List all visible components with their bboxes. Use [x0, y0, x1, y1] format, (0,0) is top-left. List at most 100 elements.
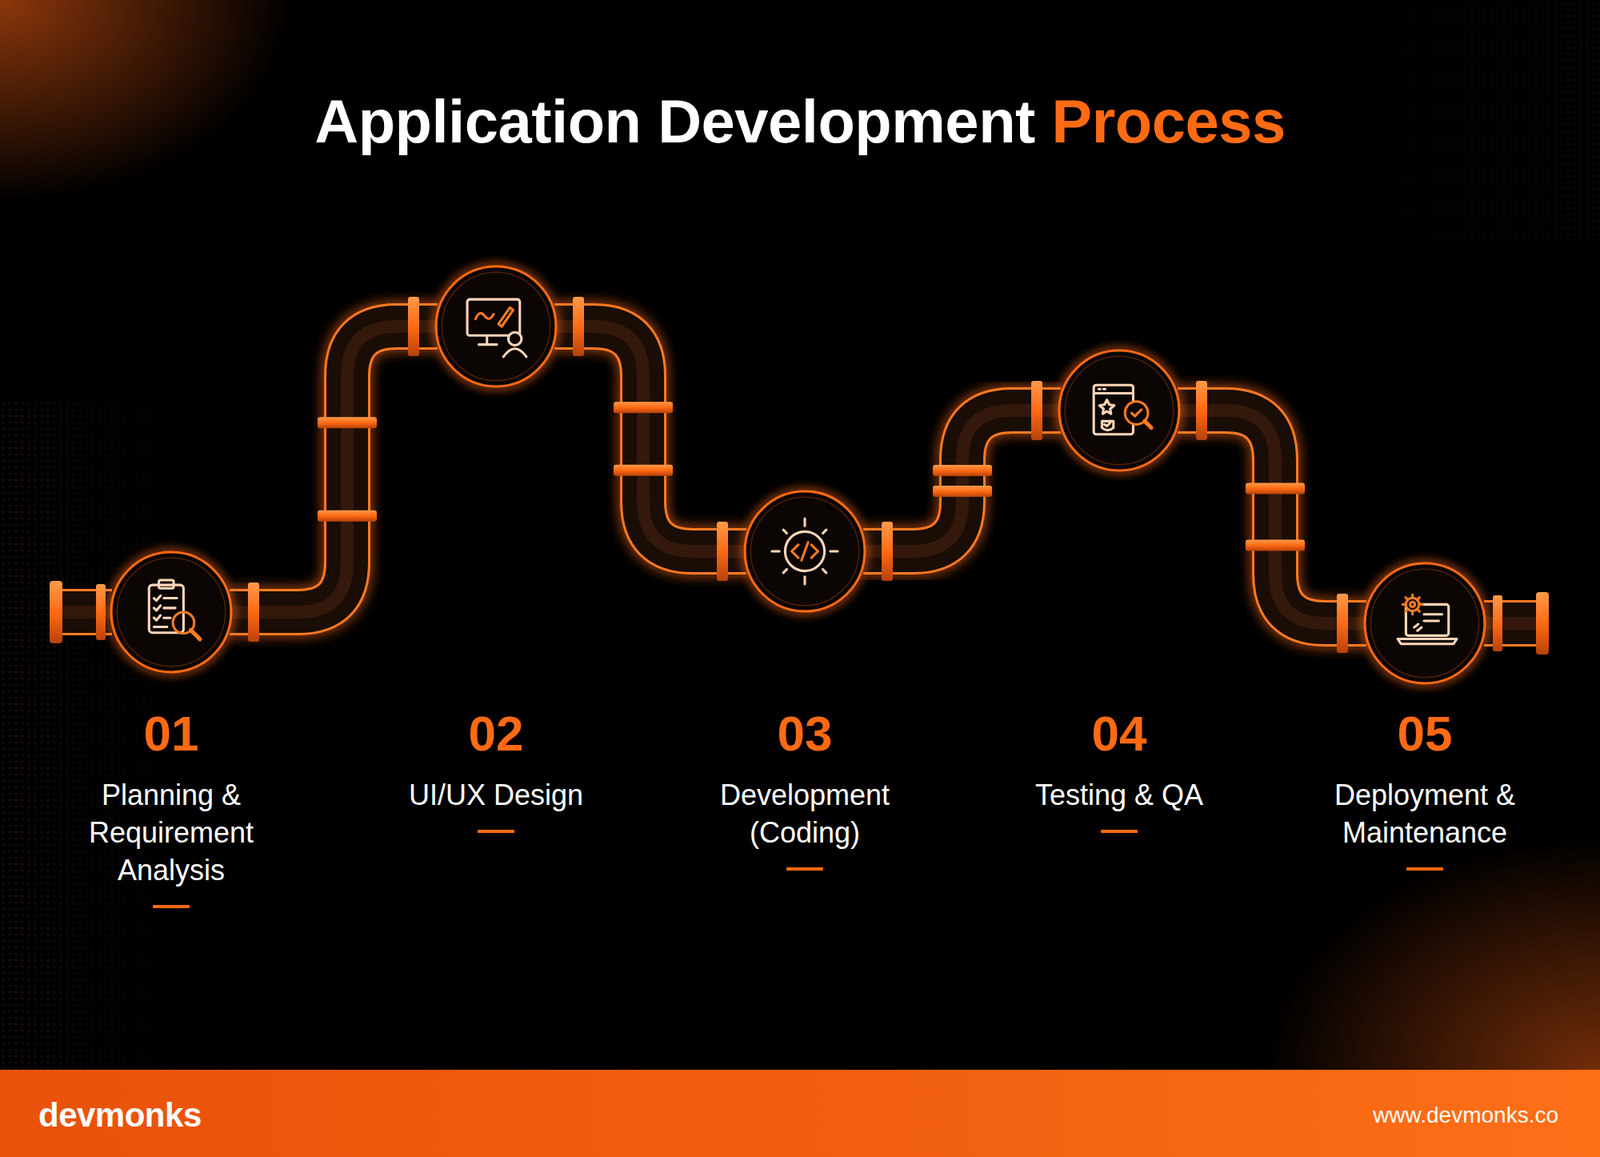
circle-inner — [116, 557, 226, 667]
pipe-sheen — [863, 410, 1061, 552]
icon-base — [1397, 639, 1457, 644]
website-url: www.devmonks.co — [1372, 1102, 1559, 1128]
icon-window-bar — [1093, 388, 1133, 393]
icon-gear-tooth — [1416, 597, 1420, 600]
circle-outline — [436, 266, 556, 387]
circle-outline — [111, 552, 232, 672]
circle-outline — [1059, 350, 1180, 471]
icon-gear-hub — [1410, 601, 1416, 607]
icon-clip — [159, 580, 174, 588]
step-number: 02 — [468, 708, 524, 759]
pipe-body — [229, 326, 438, 612]
icon-person-body — [503, 348, 527, 357]
circle-glow — [110, 551, 232, 673]
icon-shield — [1101, 420, 1113, 430]
pipe-stub-right — [1484, 592, 1549, 655]
step-label: Planning & Requirement Analysis — [59, 776, 284, 889]
pipe-body — [554, 326, 747, 552]
pipe-collar — [1245, 483, 1305, 495]
step-icon — [1397, 594, 1457, 644]
icon-gear — [1405, 597, 1419, 611]
icon-ray — [830, 549, 838, 552]
icon-monitor — [467, 299, 520, 336]
step-circle — [743, 489, 867, 613]
pipe-body — [863, 410, 1061, 552]
step-icon — [1093, 384, 1152, 435]
step-label: Testing & QA — [1007, 776, 1232, 814]
step-dash — [1100, 829, 1138, 833]
icon-gear-tooth — [1416, 608, 1420, 612]
title-text: Application Development Process — [314, 86, 1286, 156]
icon-gear-tooth — [1402, 603, 1406, 606]
step-text: 05Deployment & Maintenance — [1304, 708, 1545, 871]
pipe-collar — [613, 401, 673, 413]
step-icon — [467, 299, 527, 357]
icon-star — [1099, 400, 1114, 414]
step-circle — [1363, 561, 1487, 685]
circle-inner — [1370, 568, 1480, 678]
step-number: 05 — [1397, 708, 1453, 759]
pipe-collar — [248, 582, 260, 642]
pipe-collar — [317, 416, 377, 428]
pipe-collar — [932, 485, 992, 497]
step-dash — [477, 829, 515, 833]
pipe-collar — [1196, 380, 1208, 440]
step-number: 04 — [1092, 708, 1148, 759]
icon-clipboard — [148, 584, 184, 633]
icon-check — [1131, 409, 1141, 416]
circle-glow — [1364, 562, 1486, 684]
step-text: 02UI/UX Design — [376, 708, 616, 833]
pipe-sheen — [229, 326, 438, 612]
circle-glow — [435, 265, 557, 388]
step-dash — [1406, 867, 1444, 871]
step-dash — [786, 867, 824, 871]
step-node: 05Deployment & Maintenance — [1363, 561, 1487, 685]
pipe-edge — [1177, 410, 1367, 624]
icon-gear-tooth — [1405, 597, 1408, 600]
icon-ray — [803, 576, 806, 584]
pipe-glow — [863, 410, 1061, 552]
pipe-collar — [408, 296, 420, 356]
pipe-sheen — [554, 326, 747, 552]
step-icon — [772, 518, 838, 584]
icon-ring — [784, 531, 824, 571]
step-icon — [148, 580, 200, 640]
pipe-sheen — [1177, 410, 1367, 624]
step-label: Development (Coding) — [692, 776, 917, 852]
pipe-collar — [932, 464, 992, 476]
pipe-connector — [554, 296, 747, 581]
pipe-collar — [572, 296, 584, 356]
icon-ray — [823, 529, 827, 533]
icon-handle — [191, 630, 200, 640]
icon-person-head — [508, 332, 521, 345]
circle-glow — [744, 490, 866, 612]
dot-texture — [1264, 0, 1600, 240]
step-node: 04Testing & QA — [1057, 348, 1181, 472]
step-label: Deployment & Maintenance — [1312, 776, 1537, 852]
pipe-collar — [1245, 540, 1305, 552]
step-circle — [434, 264, 558, 388]
brand-logo: devmonks — [38, 1096, 202, 1135]
circle-inner — [750, 496, 860, 606]
pipe-connector — [229, 296, 438, 642]
icon-code — [792, 542, 819, 561]
icon-stand — [478, 335, 497, 344]
icon-ray — [803, 518, 806, 526]
title-row: Application Development Process — [0, 86, 1600, 156]
pipe-glow — [229, 326, 438, 612]
step-node: 01Planning & Requirement Analysis — [109, 550, 233, 674]
circle-glow — [1058, 349, 1180, 472]
icon-ray — [772, 549, 780, 552]
icon-handle — [1144, 420, 1152, 428]
step-circle — [109, 550, 233, 674]
circle-inner — [441, 272, 551, 381]
icon-lines — [1414, 614, 1443, 632]
icon-gear-tooth — [1419, 603, 1423, 606]
step-number: 03 — [777, 708, 833, 759]
pipe-glow — [554, 326, 747, 552]
pipe-connector — [1177, 380, 1367, 653]
step-label: UI/UX Design — [384, 776, 608, 814]
pipe-collar — [1031, 380, 1043, 440]
pipe-collar — [716, 521, 728, 581]
icon-ray — [783, 529, 787, 533]
